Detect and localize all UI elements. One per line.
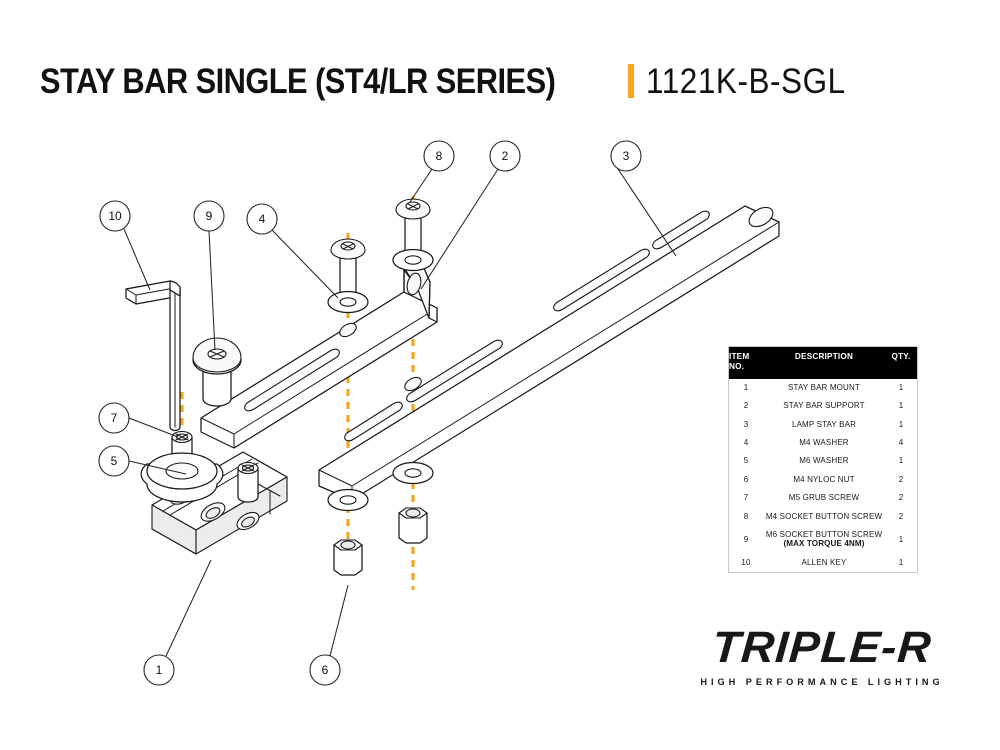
callout-balloon-8[interactable]: 8: [423, 140, 455, 172]
table-row: 4 M4 WASHER 4: [729, 434, 917, 452]
callout-balloon-4-label: 4: [259, 212, 266, 226]
callout-balloon-9-label: 9: [206, 209, 213, 223]
callout-balloon-9[interactable]: 9: [193, 200, 225, 232]
callout-balloon-5-label: 5: [111, 454, 118, 468]
callout-balloon-7[interactable]: 7: [98, 402, 130, 434]
cell-description-note: (MAX TORQUE 4NM): [783, 539, 865, 549]
parts-table-body: 1 STAY BAR MOUNT 1 2 STAY BAR SUPPORT 1 3 LAMP …: [729, 379, 917, 572]
cell-item-no: 9: [743, 534, 749, 544]
brand-logo: TRIPLE-R HIGH PERFORMANCE LIGHTING: [686, 623, 958, 687]
cell-qty: 2: [898, 511, 904, 521]
cell-item-no: 10: [741, 557, 751, 567]
parts-table-head: ITEM NO. DESCRIPTION QTY.: [729, 347, 917, 379]
part-number-text: 1121K-B-SGL: [645, 61, 846, 101]
callout-balloon-10-label: 10: [108, 209, 122, 223]
callout-balloon-2[interactable]: 2: [489, 140, 521, 172]
part-m4-washer-2: [327, 290, 369, 314]
cell-item-no: 6: [743, 474, 749, 484]
cell-qty: 2: [898, 474, 904, 484]
cell-qty: 1: [898, 419, 904, 429]
callout-balloon-6-label: 6: [322, 663, 329, 677]
cell-description: ALLEN KEY: [801, 557, 847, 567]
title-main-text: STAY BAR SINGLE (ST4/LR SERIES): [40, 61, 556, 101]
cell-description: M4 SOCKET BUTTON SCREW: [765, 511, 883, 521]
cell-description: M4 WASHER: [799, 438, 849, 448]
cell-item-no: 2: [743, 401, 749, 411]
callout-balloon-1-label: 1: [156, 663, 163, 677]
callout-balloon-5[interactable]: 5: [98, 445, 130, 477]
cell-description: M4 NYLOC NUT: [793, 474, 855, 484]
parts-table-header-row: ITEM NO. DESCRIPTION QTY.: [729, 347, 917, 379]
cell-qty: 1: [898, 401, 904, 411]
cell-item-no: 8: [743, 511, 749, 521]
cell-description: STAY BAR MOUNT: [788, 382, 860, 392]
column-header-qty: QTY.: [885, 347, 917, 379]
callout-balloon-7-label: 7: [111, 411, 118, 425]
part-m6-washer: [140, 452, 224, 503]
table-row: 2 STAY BAR SUPPORT 1: [729, 397, 917, 415]
cell-item-no: 5: [743, 456, 749, 466]
table-row: 1 STAY BAR MOUNT 1: [729, 379, 917, 397]
part-m5-grub-screw-right: [237, 461, 259, 503]
part-m4-nyloc-nut-left: [333, 539, 363, 576]
part-m4-washer-1: [392, 248, 434, 272]
callout-leader-lines: [123, 168, 677, 657]
brand-name-text: TRIPLE-R: [710, 623, 934, 672]
part-m4-washer-3: [392, 461, 434, 485]
callout-balloon-1[interactable]: 1: [143, 654, 175, 686]
table-row: 10 ALLEN KEY 1: [729, 554, 917, 572]
callout-balloon-3-label: 3: [623, 149, 630, 163]
cell-description: LAMP STAY BAR: [791, 419, 857, 429]
mount-hole-right: [236, 511, 260, 531]
column-header-item-line2: NO.: [729, 362, 745, 372]
callout-balloon-4[interactable]: 4: [246, 203, 278, 235]
callout-balloon-2-label: 2: [502, 149, 509, 163]
cell-qty: 1: [898, 534, 904, 544]
table-row: 6 M4 NYLOC NUT 2: [729, 470, 917, 488]
cell-qty: 4: [898, 438, 904, 448]
cell-description: M6 WASHER: [799, 456, 849, 466]
table-row: 7 M5 GRUB SCREW 2: [729, 489, 917, 507]
part-m4-washer-4: [327, 488, 369, 512]
cell-description: STAY BAR SUPPORT: [783, 401, 865, 411]
callout-balloon-6[interactable]: 6: [309, 654, 341, 686]
mount-hole-center: [200, 502, 226, 522]
callout-balloon-3[interactable]: 3: [610, 140, 642, 172]
table-row: 8 M4 SOCKET BUTTON SCREW 2: [729, 507, 917, 525]
cell-item-no: 1: [743, 382, 749, 392]
column-header-item-no: ITEM NO.: [729, 347, 763, 379]
cell-qty: 1: [898, 456, 904, 466]
part-m4-nyloc-nut-right: [398, 507, 428, 544]
cell-item-no: 4: [743, 438, 749, 448]
part-m6-socket-button-screw: [192, 337, 242, 407]
callout-balloon-10[interactable]: 10: [99, 200, 131, 232]
title-separator-bar: [627, 64, 634, 98]
callout-balloon-8-label: 8: [436, 149, 443, 163]
page-title: STAY BAR SINGLE (ST4/LR SERIES) 1121K-B-…: [40, 58, 867, 104]
cell-description: M5 GRUB SCREW: [788, 493, 860, 503]
table-row: 3 LAMP STAY BAR 1: [729, 415, 917, 433]
part-allen-key: [125, 280, 181, 432]
table-row: 5 M6 WASHER 1: [729, 452, 917, 470]
parts-table-element: ITEM NO. DESCRIPTION QTY. 1 STAY BAR MOUN…: [729, 347, 917, 572]
parts-list-table: ITEM NO. DESCRIPTION QTY. 1 STAY BAR MOUN…: [728, 346, 918, 573]
cell-qty: 1: [898, 557, 904, 567]
cell-item-no: 7: [743, 493, 749, 503]
cell-qty: 2: [898, 493, 904, 503]
cell-qty: 1: [898, 382, 904, 392]
part-m4-socket-button-screw-left: [330, 238, 366, 301]
cell-item-no: 3: [743, 419, 749, 429]
part-lamp-stay-bar: [318, 205, 780, 501]
cell-description: M6 SOCKET BUTTON SCREW(MAX TORQUE 4NM): [763, 526, 885, 554]
brand-tagline-text: HIGH PERFORMANCE LIGHTING: [700, 676, 944, 687]
table-row: 9 M6 SOCKET BUTTON SCREW(MAX TORQUE 4NM) 1: [729, 526, 917, 554]
column-header-item-line1: ITEM: [729, 352, 750, 361]
column-header-description: DESCRIPTION: [763, 347, 885, 379]
